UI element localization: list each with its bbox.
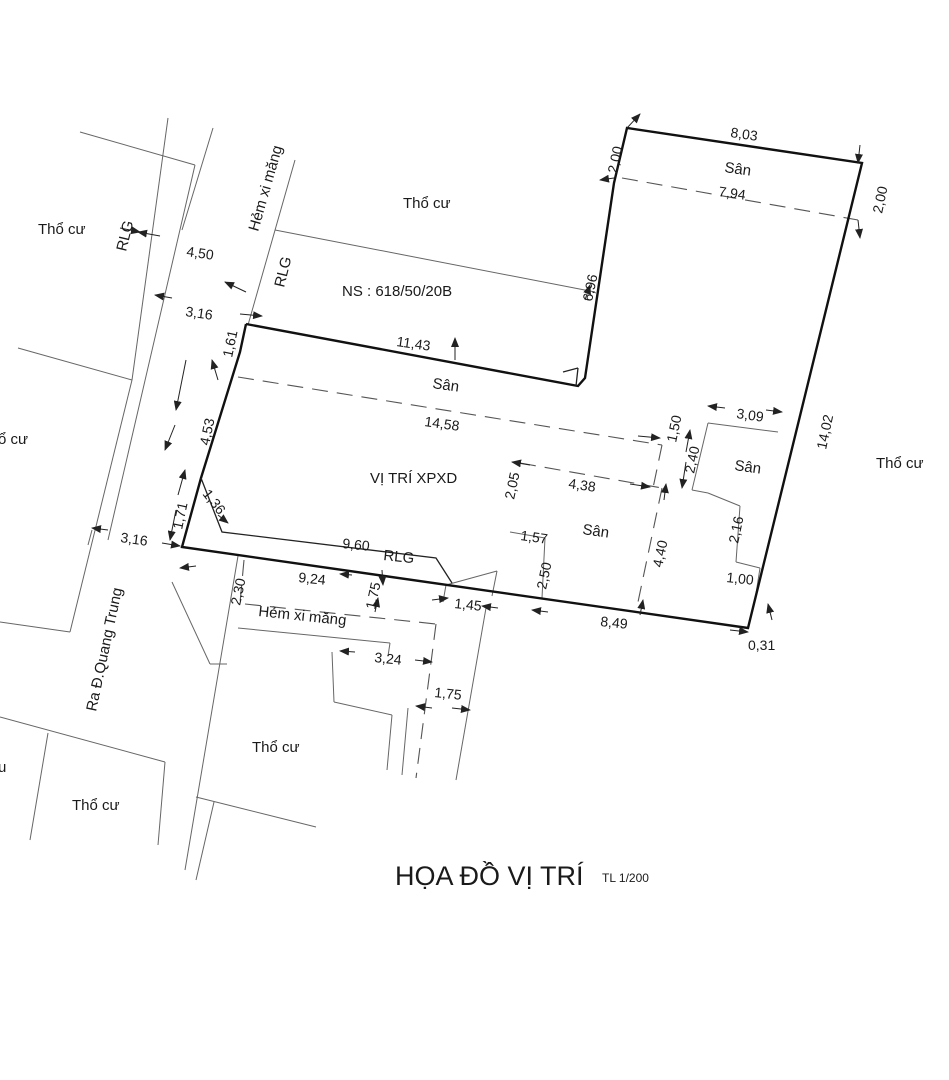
dim-8-03: 8,03 xyxy=(730,124,759,144)
label-tho-cu-left-cut: ổ cư xyxy=(0,431,28,448)
dim-2-05: 2,05 xyxy=(501,470,522,500)
plan-title: HỌA ĐỒ VỊ TRÍ xyxy=(395,860,584,891)
dim-11-43: 11,43 xyxy=(396,333,432,354)
dim-1-45: 1,45 xyxy=(454,595,483,614)
dim-6-96: 6,96 xyxy=(579,272,600,302)
setback-dashed-lines xyxy=(237,177,859,779)
dim-1-75-top: 1,75 xyxy=(362,580,383,610)
label-hem-xi-mang-bottom: Hẻm xi măng xyxy=(258,603,348,629)
label-rlg-top: RLG xyxy=(271,255,295,289)
dimension-arrows xyxy=(91,113,863,713)
dim-2-16: 2,16 xyxy=(725,514,746,544)
dim-1-00: 1,00 xyxy=(726,569,755,588)
dim-9-24: 9,24 xyxy=(298,569,327,588)
dim-2-40: 2,40 xyxy=(681,444,702,474)
dim-2-00-right: 2,00 xyxy=(869,184,890,214)
dim-8-49: 8,49 xyxy=(600,613,629,632)
dim-4-53: 4,53 xyxy=(196,416,217,446)
dim-14-58: 14,58 xyxy=(424,413,461,434)
label-tho-cu-right-cut: Thổ cư xyxy=(876,455,924,472)
label-tho-cu-bottom-left: Thổ cư xyxy=(72,797,120,814)
label-vi-tri-xpxd: VỊ TRÍ XPXD xyxy=(370,470,457,487)
dim-1-50: 1,50 xyxy=(663,413,684,443)
label-tho-cu-bottom-left-cut: u xyxy=(0,759,6,776)
dim-4-38: 4,38 xyxy=(568,475,597,495)
dim-3-16-bottom: 3,16 xyxy=(120,529,149,549)
dim-7-94: 7,94 xyxy=(718,183,747,203)
dim-2-50: 2,50 xyxy=(533,560,554,590)
dim-3-16-top: 3,16 xyxy=(185,303,214,323)
dim-2-30: 2,30 xyxy=(227,576,248,606)
dim-4-40: 4,40 xyxy=(649,538,670,568)
label-tho-cu-bottom-mid: Thổ cư xyxy=(252,739,300,756)
dim-0-31: 0,31 xyxy=(748,637,775,653)
label-san-right: Sân xyxy=(733,457,762,478)
dim-4-50: 4,50 xyxy=(186,243,215,263)
context-lines xyxy=(0,117,779,881)
label-tho-cu-top: Thổ cư xyxy=(403,195,451,212)
dim-1-75-bottom: 1,75 xyxy=(434,684,463,703)
label-hem-xi-mang-top: Hẻm xi măng xyxy=(246,143,287,233)
dim-1-57: 1,57 xyxy=(520,527,549,547)
dim-2-00-left: 2,00 xyxy=(604,144,625,174)
label-house-number: NS : 618/50/20B xyxy=(342,283,452,300)
dim-1-71: 1,71 xyxy=(169,500,190,530)
label-san-center: Sân xyxy=(581,521,610,542)
dim-14-02: 14,02 xyxy=(813,413,836,451)
plan-scale: TL 1/200 xyxy=(602,871,649,885)
label-ra-quang-trung: Ra Đ.Quang Trung xyxy=(83,586,126,713)
label-rlg-left: RLG xyxy=(113,219,137,253)
dim-1-61: 1,61 xyxy=(219,328,240,358)
label-rlg-bottom: RLG xyxy=(383,547,415,567)
dim-3-09: 3,09 xyxy=(736,405,765,425)
label-san-top: Sân xyxy=(723,159,752,180)
label-tho-cu-left: Thổ cư xyxy=(38,221,86,238)
dim-3-24: 3,24 xyxy=(374,649,403,668)
dim-9-60: 9,60 xyxy=(342,535,371,554)
dim-1-36: 1,36 xyxy=(200,486,230,517)
label-san-main: Sân xyxy=(431,375,460,396)
